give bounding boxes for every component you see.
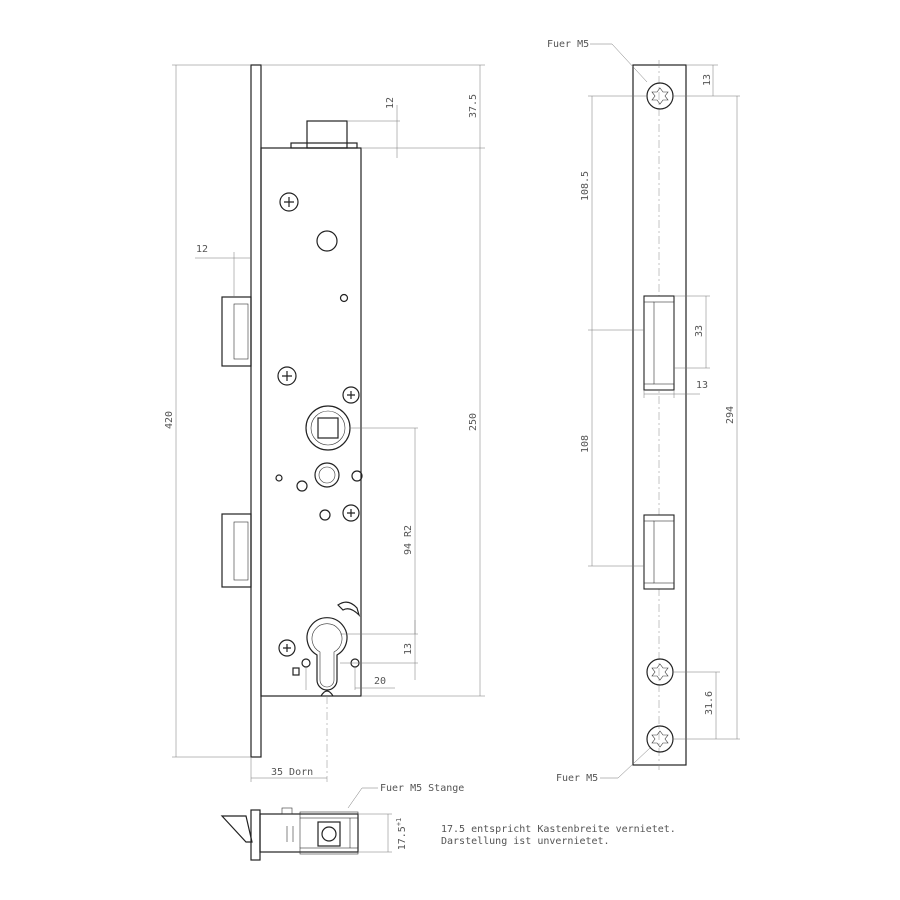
latch-lower <box>221 513 252 588</box>
strike-receptacle-lower <box>643 514 675 590</box>
hole-small-2 <box>275 474 283 482</box>
side-latch <box>220 815 253 843</box>
dim-total-height: 420 <box>164 411 175 429</box>
side-faceplate <box>250 809 261 861</box>
strike-plate <box>632 64 687 766</box>
dim-width-value: 17.5 <box>397 826 408 850</box>
top-bolt-base <box>290 142 358 149</box>
side-case <box>259 813 359 853</box>
cylinder-profile <box>306 617 348 691</box>
torx-screw-top <box>646 82 674 110</box>
lock-body-view: 420 37.5 12 12 250 94 R2 13 20 35 Dorn <box>164 64 485 782</box>
hub-inner <box>318 466 336 484</box>
cylinder-hole-left <box>301 658 311 668</box>
follower-outer <box>305 405 351 451</box>
dim-strike-108: 108 <box>580 435 591 453</box>
lock-case <box>260 147 362 697</box>
dim-backset: 35 Dorn <box>271 767 313 778</box>
latch-upper <box>221 296 252 367</box>
dim-strike-31-6: 31.6 <box>704 691 715 715</box>
note-line-1: 17.5 entspricht Kastenbreite vernietet. <box>441 824 676 835</box>
torx-screw-bottom <box>646 725 674 753</box>
side-hub-hole <box>321 826 337 842</box>
hole-small-5 <box>319 509 331 521</box>
cylinder-inner <box>311 623 343 688</box>
hole-upper <box>316 230 338 252</box>
note-line-2: Darstellung ist unvernietet. <box>441 836 610 847</box>
dim-top-offset: 37.5 <box>468 94 479 118</box>
hole-small-4 <box>351 470 363 482</box>
side-cover-bottom <box>299 847 359 855</box>
label-fuer-m5-stange: Fuer M5 Stange <box>380 783 464 794</box>
follower-square <box>317 417 339 439</box>
strike-receptacle-upper <box>643 295 675 391</box>
dim-strike-33: 33 <box>694 325 705 337</box>
dim-latch-offset: 12 <box>196 244 208 255</box>
side-hub <box>317 821 341 847</box>
label-fuer-m5-bottom: Fuer M5 <box>556 773 598 784</box>
dim-box-height: 250 <box>468 413 479 431</box>
cam-slot <box>337 601 361 618</box>
dim-cyl-20: 20 <box>374 676 386 687</box>
strike-plate-view: Fuer M5 Fuer M5 13 108.5 33 13 108 294 3… <box>547 39 740 784</box>
dim-cyl-13: 13 <box>403 643 414 655</box>
small-square <box>292 667 300 676</box>
latch-upper-inner <box>233 303 249 360</box>
side-cover-top <box>299 811 359 819</box>
case-notch <box>320 690 334 697</box>
faceplate <box>250 64 262 758</box>
hole-small-1 <box>339 293 349 303</box>
dim-strike-13b: 13 <box>696 380 708 391</box>
screw-3 <box>342 386 360 404</box>
follower-inner <box>310 410 346 446</box>
dim-strike-294: 294 <box>725 406 736 424</box>
torx-screw-mid <box>646 658 674 686</box>
hub-outer <box>314 462 340 488</box>
dim-bolt-height: 12 <box>385 97 396 109</box>
hole-small-3 <box>296 480 308 492</box>
dim-distance: 94 R2 <box>403 525 414 555</box>
dim-strike-top-13: 13 <box>702 74 713 86</box>
label-fuer-m5-top: Fuer M5 <box>547 39 589 50</box>
screw-1 <box>279 192 299 212</box>
screw-4 <box>342 504 360 522</box>
dim-width-17-5: 17.5+1 <box>395 818 408 851</box>
latch-lower-inner <box>233 521 249 581</box>
screw-2 <box>277 366 297 386</box>
dim-width-tolerance: +1 <box>395 818 403 826</box>
dim-strike-108-5: 108.5 <box>580 171 591 201</box>
top-bolt <box>306 120 348 149</box>
side-top-part <box>281 807 293 815</box>
side-view: Fuer M5 Stange 17.5+1 17.5 entspricht Ka… <box>220 783 676 861</box>
screw-5 <box>278 639 296 657</box>
